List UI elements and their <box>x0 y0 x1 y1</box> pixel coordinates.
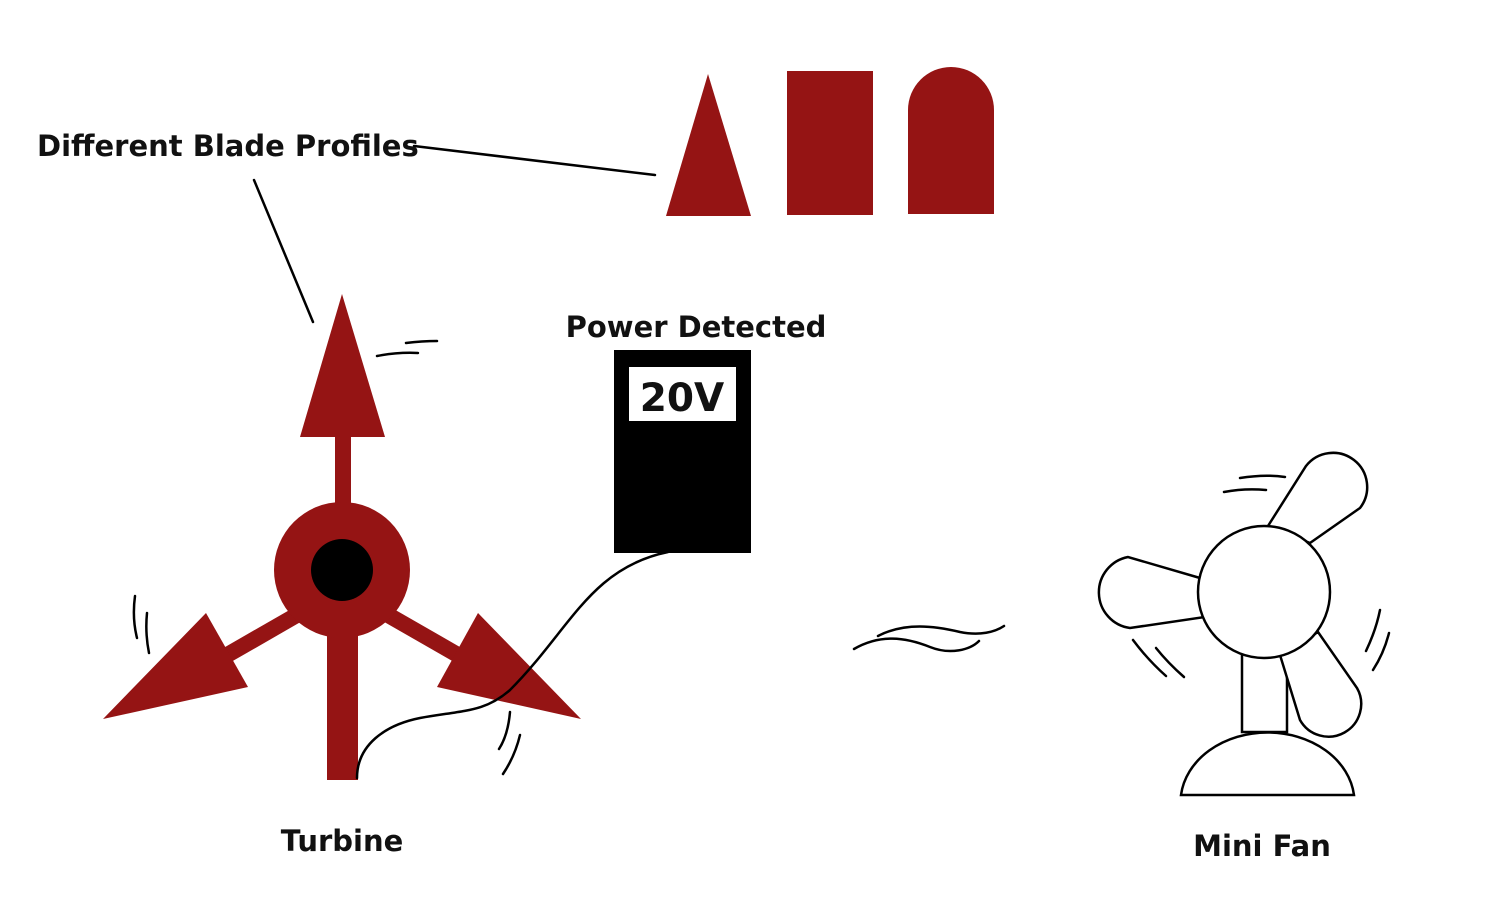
voltage-display <box>629 367 736 421</box>
turbine-blade-top-shaft <box>335 430 351 510</box>
rectangle-blade-profile <box>787 71 873 215</box>
wind-lines <box>852 624 1006 653</box>
mini-fan-blade-left <box>1097 555 1207 630</box>
power-cable <box>355 550 670 780</box>
turbine-blade-left-shaft <box>211 605 306 669</box>
mini-fan-label: Mini Fan <box>1193 829 1331 863</box>
mini-fan-base <box>1179 731 1356 797</box>
turbine-blade-top <box>300 294 385 437</box>
power-detected-label: Power Detected <box>566 310 827 344</box>
voltage-readout: 20V <box>640 376 724 421</box>
blade-profiles-label: Different Blade Profiles <box>37 129 419 163</box>
blade-profiles-pointer-line <box>412 144 657 177</box>
turbine-blade-pointer-line <box>252 178 315 324</box>
blade-profile-shapes <box>666 67 994 216</box>
turbine-hub-center <box>311 539 373 601</box>
mini-fan-blade-top <box>1266 451 1369 545</box>
mini-fan-blade-right <box>1278 630 1363 738</box>
fan-motion-lines <box>1131 474 1391 679</box>
mini-fan-hub <box>1196 524 1332 660</box>
power-meter: 20V <box>614 350 751 553</box>
turbine-motion-lines <box>132 339 522 776</box>
turbine-label: Turbine <box>281 824 404 858</box>
turbine <box>103 294 581 780</box>
mini-fan-stand <box>1240 648 1289 734</box>
turbine-blade-left <box>103 613 248 719</box>
triangle-blade-profile <box>666 74 751 216</box>
mini-fan <box>1097 451 1369 797</box>
rounded-blade-profile <box>908 67 994 214</box>
turbine-blade-right <box>437 613 581 719</box>
